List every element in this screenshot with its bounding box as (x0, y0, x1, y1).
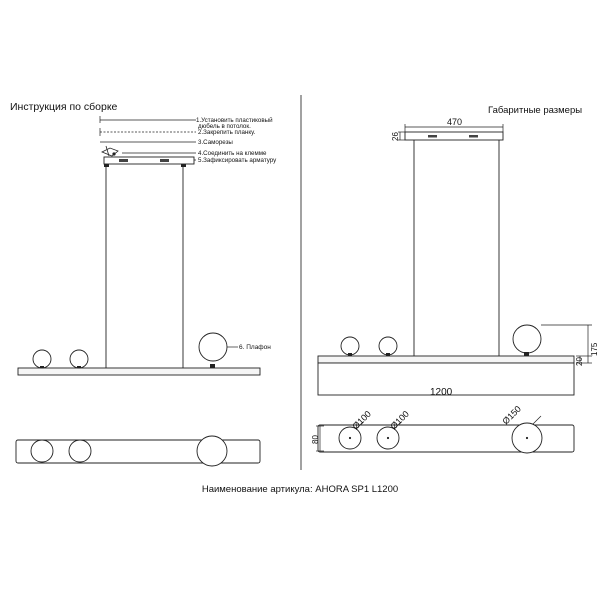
shade-height-value: 175 (590, 342, 599, 356)
left-panel-title: Инструкция по сборке (10, 101, 118, 113)
body-depth-value: 80 (311, 435, 320, 444)
right-shades-front (340, 324, 542, 356)
step-5: 5.Зафиксировать арматуру (198, 157, 277, 164)
shade-label: 6. Плафон (239, 344, 271, 351)
shade-large (198, 332, 228, 362)
body-height-value: 20 (575, 357, 584, 366)
step-1-line-1: 1.Установить пластиковый (196, 117, 273, 124)
diameter-leaders (355, 415, 542, 430)
left-canopy (103, 156, 195, 167)
shade-large-diameter: Ø150 (500, 404, 523, 427)
left-top-view-shades (30, 435, 228, 467)
left-body-bar (17, 367, 261, 376)
right-body-bar (317, 355, 575, 364)
screw-icon (101, 145, 119, 157)
step-1-line-2: дюбель в потолок. (198, 123, 251, 130)
canopy-width-dim (404, 124, 504, 132)
right-shade-holders (348, 352, 529, 356)
shade-height-dim (541, 324, 592, 364)
canopy-height-dim (398, 131, 405, 141)
shade-centers (348, 436, 529, 440)
body-length-value: 1200 (430, 387, 453, 398)
right-canopy (404, 131, 504, 141)
right-panel-title: Габаритные размеры (488, 105, 582, 116)
step-3: 3.Саморезы (198, 139, 233, 146)
left-shades-front (32, 332, 228, 369)
right-body-lower (317, 362, 575, 396)
canopy-height-value: 26 (391, 132, 400, 141)
step-4: 4.Соединить на клемме (198, 150, 267, 157)
body-depth-dim (316, 425, 324, 452)
shade-holders (40, 364, 215, 368)
article-name: Наименование артикула: AHORA SP1 L1200 (202, 484, 398, 495)
shade-small-2 (69, 349, 89, 369)
canopy-width-value: 470 (447, 117, 462, 127)
shade-small-1 (32, 349, 52, 369)
step-2: 2.Закрепить планку. (198, 129, 256, 136)
